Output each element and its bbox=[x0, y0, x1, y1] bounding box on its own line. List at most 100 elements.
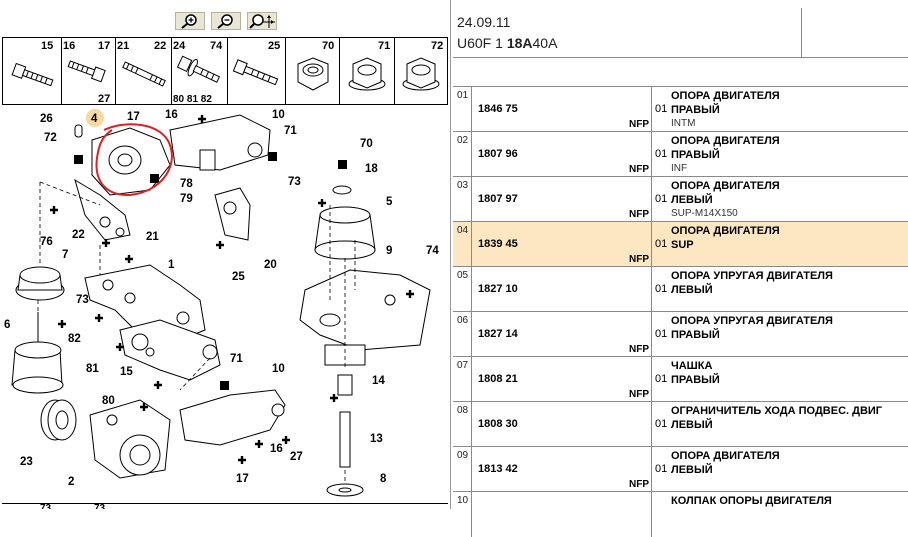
callout-badge bbox=[86, 109, 104, 127]
callout-label[interactable]: 10 bbox=[272, 109, 285, 121]
bolt-icon bbox=[11, 62, 54, 87]
callout-label[interactable]: 22 bbox=[72, 229, 85, 241]
callout-label[interactable]: 82 bbox=[68, 333, 81, 345]
part-side: ПРАВЫЙ bbox=[671, 374, 720, 386]
callout-label[interactable]: 2 bbox=[68, 476, 74, 488]
callout-label[interactable]: 71 bbox=[230, 353, 243, 365]
part-description: ОПОРА ДВИГАТЕЛЯ bbox=[671, 180, 780, 192]
column-divider bbox=[471, 402, 472, 447]
part-reference: 1813 42 bbox=[478, 463, 518, 475]
thumbnail-bolt-15[interactable]: 15 bbox=[3, 38, 62, 104]
code-bold: 18A bbox=[506, 35, 533, 51]
callout-label[interactable]: 1 bbox=[168, 259, 175, 271]
nfp-flag: NFP bbox=[629, 389, 649, 400]
nfp-flag: NFP bbox=[629, 479, 649, 490]
column-divider bbox=[471, 357, 472, 402]
thumbnail-bolt-16-17[interactable]: 16 17 27 bbox=[62, 38, 116, 105]
callout-label[interactable]: 5 bbox=[386, 196, 393, 208]
part-reference: 1846 75 bbox=[478, 103, 518, 115]
callout-label[interactable]: 20 bbox=[264, 259, 277, 271]
thumbnail-nut-71[interactable]: 71 bbox=[340, 38, 395, 104]
zoom-in-button[interactable] bbox=[175, 12, 205, 30]
callout-label[interactable]: 23 bbox=[20, 456, 33, 468]
part-reference: 1827 14 bbox=[478, 328, 518, 340]
part-quantity: 01 bbox=[655, 373, 668, 385]
thumbnail-stud-21-22[interactable]: 21 22 bbox=[116, 38, 172, 104]
thumbnail-bolt-25[interactable]: 25 bbox=[228, 38, 286, 104]
part-description: ОПОРА ДВИГАТЕЛЯ bbox=[671, 225, 780, 237]
callout-label[interactable]: 71 bbox=[284, 125, 297, 137]
thumbnail-nut-72[interactable]: 72 bbox=[395, 38, 447, 104]
callout-label[interactable]: 26 bbox=[40, 113, 53, 125]
part-description: ОПОРА ДВИГАТЕЛЯ bbox=[671, 135, 780, 147]
callout-label[interactable]: 17 bbox=[236, 473, 249, 485]
thumbnail-label: 21 bbox=[117, 40, 130, 52]
highlight-circle bbox=[95, 123, 173, 197]
part-description: ОПОРА УПРУГАЯ ДВИГАТЕЛЯ bbox=[671, 315, 833, 327]
callout-label[interactable]: 25 bbox=[232, 271, 245, 283]
callout-label[interactable]: 4 bbox=[91, 113, 98, 125]
callout-label[interactable]: 10 bbox=[272, 363, 285, 375]
callout-label[interactable]: 8 bbox=[380, 473, 387, 485]
part-reference: 1827 10 bbox=[478, 283, 518, 295]
part-quantity: 01 bbox=[655, 418, 668, 430]
part-description: КОЛПАК ОПОРЫ ДВИГАТЕЛЯ bbox=[671, 495, 832, 507]
callout-label[interactable]: 17 bbox=[127, 111, 140, 123]
thumbnail-label: 72 bbox=[431, 40, 444, 52]
callout-label[interactable]: 73 bbox=[76, 294, 89, 306]
callout-label[interactable]: 7 bbox=[62, 249, 68, 261]
thumbnail-label: 74 bbox=[210, 40, 223, 52]
thumbnail-nut-70[interactable]: 70 bbox=[286, 38, 340, 104]
part-reference: 1808 30 bbox=[478, 418, 518, 430]
callout-label[interactable]: 70 bbox=[360, 138, 373, 150]
callout-label[interactable]: 21 bbox=[146, 231, 159, 243]
callout-label[interactable]: 27 bbox=[290, 451, 303, 463]
part-quantity: 01 bbox=[655, 238, 668, 250]
row-index: 09 bbox=[457, 450, 469, 461]
zoom-out-button[interactable] bbox=[211, 12, 241, 30]
callout-label[interactable]: 16 bbox=[270, 443, 283, 455]
callout-label[interactable]: 81 bbox=[86, 363, 99, 375]
thumbnail-bolt-24-74[interactable]: 24 74 80 81 82 bbox=[172, 38, 228, 105]
callout-label[interactable]: 76 bbox=[40, 236, 53, 248]
nfp-flag: NFP bbox=[629, 209, 649, 220]
callout-label[interactable]: 18 bbox=[365, 163, 378, 175]
part-description: ОГРАНИЧИТЕЛЬ ХОДА ПОДВЕС. ДВИГ bbox=[671, 405, 883, 417]
column-divider bbox=[651, 177, 652, 222]
row-index: 08 bbox=[457, 405, 469, 416]
callout-label[interactable]: 80 bbox=[102, 395, 115, 407]
thumbnail-label: 80 81 82 bbox=[173, 94, 212, 105]
callout-label[interactable]: 79 bbox=[180, 193, 193, 205]
nut-icon bbox=[297, 57, 329, 91]
callout-label[interactable]: 14 bbox=[372, 375, 385, 387]
catalog-code: U60F 1 18A40A bbox=[457, 35, 557, 51]
callout-label[interactable]: 6 bbox=[4, 319, 10, 331]
magnifier-minus-icon bbox=[217, 14, 233, 29]
callout-label[interactable]: 16 bbox=[165, 109, 178, 121]
column-divider bbox=[471, 267, 472, 312]
callout-label[interactable]: 72 bbox=[44, 132, 57, 144]
column-divider bbox=[471, 312, 472, 357]
part-description: ОПОРА ДВИГАТЕЛЯ bbox=[671, 450, 780, 462]
part-quantity: 01 bbox=[655, 283, 668, 295]
callout-label[interactable]: 74 bbox=[426, 245, 439, 257]
callout-label[interactable]: 73 bbox=[288, 176, 301, 188]
exploded-diagram: 26 4 17 16 10 71 72 70 18 78 79 73 5 76 … bbox=[4, 109, 439, 497]
callout-label[interactable]: 15 bbox=[120, 366, 133, 378]
callout-label[interactable]: 9 bbox=[386, 245, 392, 257]
callout-label[interactable]: 13 bbox=[370, 433, 383, 445]
callout-label[interactable]: 78 bbox=[180, 178, 193, 190]
zoom-fit-button[interactable] bbox=[247, 12, 277, 30]
parts-table-head bbox=[453, 57, 908, 86]
